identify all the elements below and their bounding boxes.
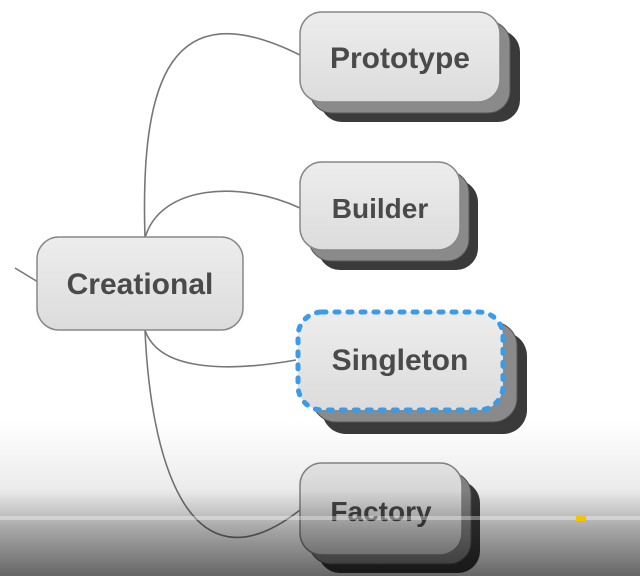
node-label: Prototype [330,42,470,75]
node-builder[interactable]: Builder [299,161,478,270]
connector-prototype [143,33,301,239]
connector-builder [144,190,301,239]
connector-singleton [144,329,297,368]
progress-marker[interactable] [576,516,586,521]
node-prototype[interactable]: Prototype [299,11,520,122]
connector-factory [144,329,301,538]
node-label: Factory [330,496,432,527]
node-creational[interactable]: Creational [36,236,244,331]
node-singleton[interactable]: Singleton [295,309,527,434]
video-progress-bar[interactable] [0,516,640,520]
connector-left [14,267,39,283]
selection-outline [295,309,506,413]
node-label: Builder [332,193,429,224]
node-label: Singleton [332,344,469,377]
node-label: Creational [67,268,214,301]
